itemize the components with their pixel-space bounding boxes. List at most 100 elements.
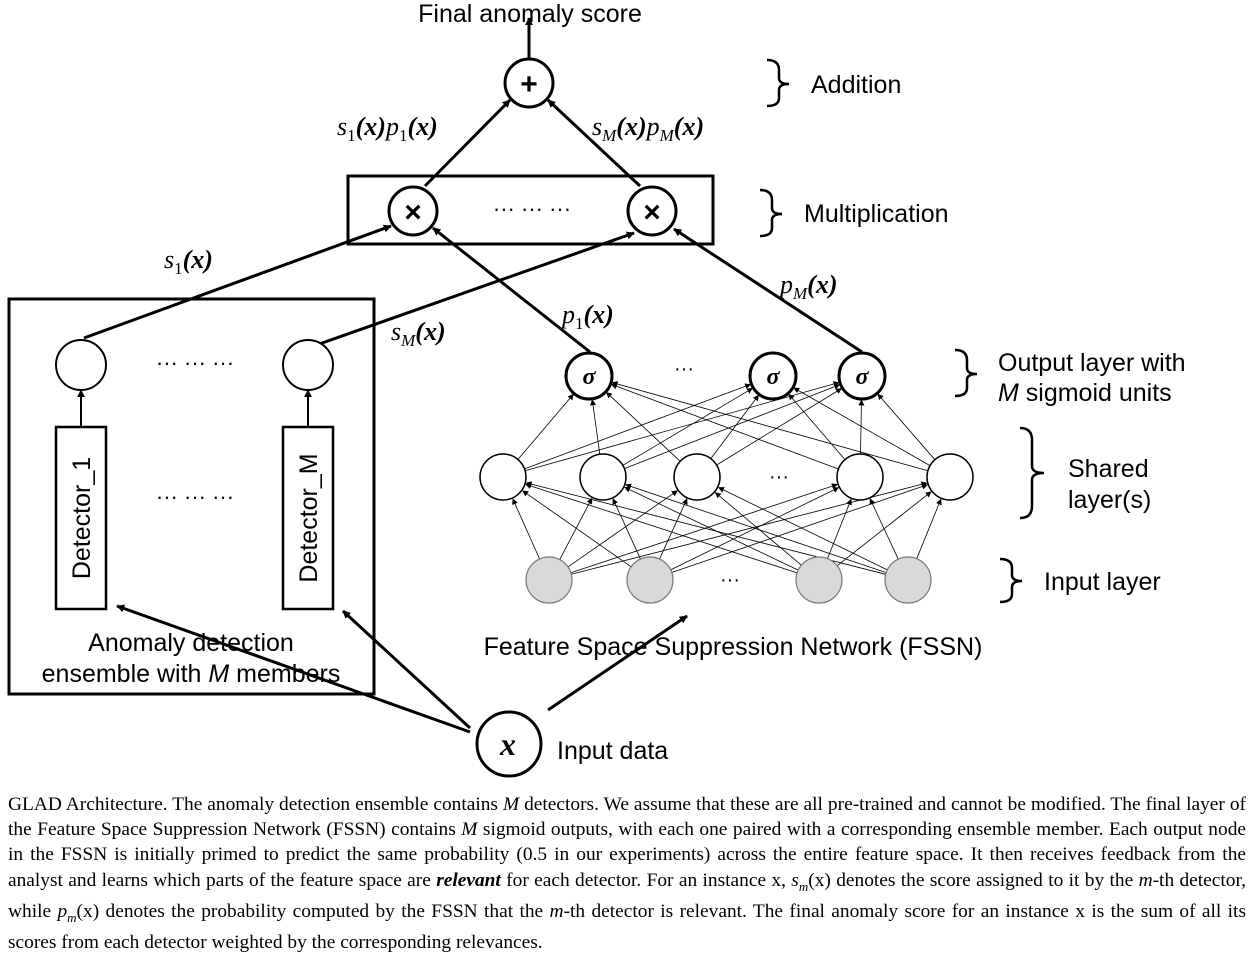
shared-layers-label-line2: layer(s)	[1068, 486, 1151, 514]
fssn-edge	[512, 498, 540, 560]
fssn-edge	[624, 486, 799, 571]
arrow-pM	[673, 227, 863, 354]
arrow-s1	[83, 224, 392, 340]
fssn-shared-node	[673, 453, 721, 501]
input-layer-label: Input layer	[1044, 568, 1161, 596]
detector-1-label: Detector_1	[68, 457, 96, 579]
fssn-edge	[793, 387, 931, 466]
brace-addition	[766, 58, 790, 108]
fssn-edge	[590, 399, 601, 455]
fssn-shared-node	[836, 453, 884, 501]
arrow-sM	[307, 231, 635, 350]
fssn-edge	[606, 391, 681, 462]
addition-label: Addition	[811, 71, 901, 99]
fssn-edge	[716, 388, 843, 466]
arrow-mult1-to-add	[423, 98, 512, 188]
fssn-edge	[524, 381, 840, 472]
shared-layers-label-line1: Shared	[1068, 455, 1149, 483]
multiply-dots: ··· ··· ···	[493, 196, 571, 221]
label-s1: s1(x)	[164, 245, 213, 278]
shared-dots: ···	[769, 466, 789, 488]
brace-multiplication	[759, 188, 783, 238]
detector-M-box	[281, 425, 335, 611]
final-score-label: Final anomaly score	[418, 0, 642, 28]
input-dots: ···	[720, 569, 740, 591]
fssn-edge	[624, 383, 841, 469]
addition-node: +	[503, 57, 555, 109]
ensemble-output-node-M	[282, 339, 334, 391]
fssn-label: Feature Space Suppression Network (FSSN)	[484, 633, 983, 661]
fssn-edge	[916, 498, 942, 559]
label-smpm: sM(x)pM(x)	[592, 112, 704, 145]
brace-output-layer	[954, 348, 978, 398]
fssn-edge	[611, 381, 929, 472]
input-data-label: Input data	[557, 737, 668, 765]
braces	[759, 58, 1045, 604]
fssn-edge	[525, 483, 798, 574]
label-pm: pM(x)	[778, 270, 838, 303]
fssn-edge	[671, 483, 928, 573]
sigma-symbol: σ	[583, 364, 597, 390]
fssn-sigmoid-node	[748, 351, 798, 401]
brace-input-layer	[999, 557, 1023, 604]
multiply-node-M: ×	[626, 185, 678, 237]
fssn-input-node	[884, 556, 932, 604]
brace-shared-layers	[1019, 426, 1045, 520]
fssn-edge	[524, 383, 752, 470]
fssn-shared-node	[479, 453, 527, 501]
fssn-input-node	[795, 556, 843, 604]
multiply-node-1: ×	[387, 185, 439, 237]
sigma-symbol: σ	[767, 364, 781, 390]
fssn-edge	[559, 497, 593, 560]
label-s1p1: s1(x)p1(x)	[337, 112, 438, 145]
ensemble-output-node-1	[55, 339, 107, 391]
fssn-edge	[788, 393, 846, 460]
fssn-edge	[570, 483, 838, 574]
fssn-input-node	[626, 556, 674, 604]
svg-text:×: ×	[404, 196, 422, 229]
multiplication-label: Multiplication	[804, 200, 949, 228]
main-arrows	[77, 17, 863, 734]
fssn-edge	[522, 490, 632, 568]
label-sm: sM(x)	[391, 317, 446, 350]
arrow-input-to-detectorM	[341, 609, 472, 730]
arrow-multM-to-add	[546, 98, 642, 188]
fssn-edge	[517, 393, 574, 460]
detector-M-label: Detector_M	[295, 453, 323, 582]
fssn-edge	[714, 492, 802, 566]
arrow-input-to-fssn	[547, 614, 688, 712]
fssn-edge	[610, 383, 839, 470]
fssn-edge	[869, 498, 899, 560]
fssn-sigmoid-node	[564, 351, 614, 401]
arrow-input-to-detector1	[116, 604, 471, 734]
fssn-edge	[659, 498, 688, 560]
sigma-symbol: σ	[856, 364, 870, 390]
label-p1: p1(x)	[560, 300, 614, 333]
output-layer-label-line2: M sigmoid units	[998, 379, 1172, 407]
figure-caption: GLAD Architecture. The anomaly detection…	[8, 794, 1246, 953]
glad-architecture-diagram: + Final anomaly score × × ··· ··· ··· Ad…	[7, 0, 1186, 778]
ensemble-box	[7, 297, 376, 696]
fssn-connections	[512, 381, 942, 575]
svg-text:×: ×	[643, 196, 661, 229]
fssn-edge	[858, 399, 865, 455]
ensemble-label-line2: ensemble with M members	[42, 660, 341, 688]
fssn-edge	[670, 487, 840, 571]
svg-text:+: +	[520, 68, 538, 101]
fssn-edge	[827, 498, 852, 559]
svg-text:x: x	[499, 726, 516, 762]
fssn-edge	[571, 481, 928, 575]
ensemble-label-line1: Anomaly detection	[88, 629, 294, 657]
fssn-shared-node	[579, 453, 627, 501]
arrow-p1	[432, 226, 591, 354]
input-data-node: x	[475, 710, 543, 778]
output-dots: ···	[674, 358, 694, 380]
fssn-sigmoid-node	[837, 351, 887, 401]
fssn-input-node	[525, 556, 573, 604]
fssn-edge	[877, 393, 936, 460]
fssn-edge	[718, 487, 888, 571]
detector-dots: ··· ··· ···	[156, 484, 234, 509]
fssn-edge	[622, 387, 753, 466]
fssn-edge	[625, 483, 887, 573]
